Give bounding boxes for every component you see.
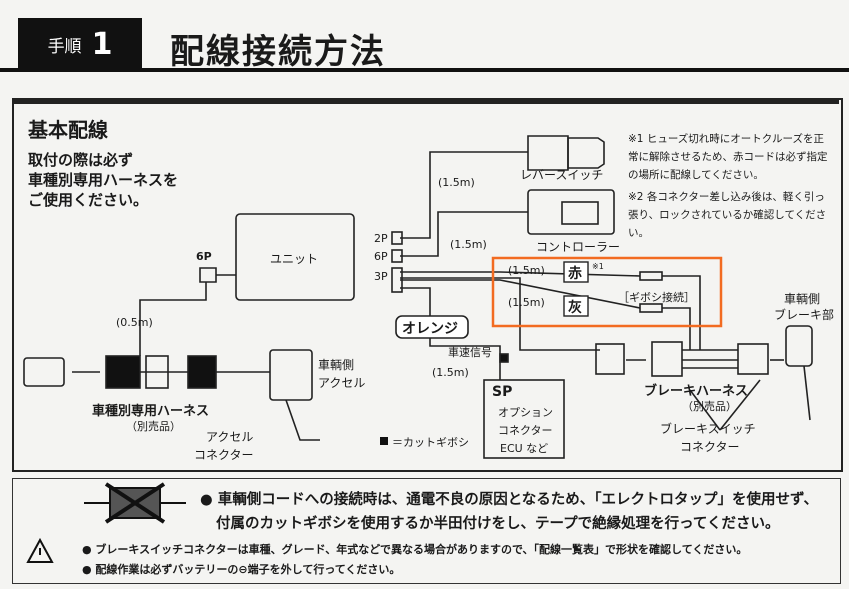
wire-gray	[400, 279, 641, 309]
vehicle-accel-label-1: 車輌側	[318, 358, 355, 372]
brake-switch-connector-label-2: コネクター	[680, 440, 740, 454]
controller-box	[527, 189, 615, 235]
step-badge: 手順 1	[18, 18, 142, 70]
diagram-frame-topbar	[12, 98, 839, 104]
accel-box	[269, 349, 313, 401]
sp-title: SP	[492, 384, 513, 400]
footnote-1: ※1 ヒューズ切れ時にオートクルーズを正常に解除させるため、赤コードは必ず指定の…	[628, 133, 828, 181]
wire-controller	[400, 211, 528, 257]
gibosi-highlight-box	[491, 256, 723, 328]
red-wire-tag: 赤	[568, 266, 582, 282]
len-harness: (0.5m)	[116, 316, 153, 329]
accel-connector-label-1: アクセル	[206, 430, 254, 444]
orange-wire-tag: オレンジ	[402, 321, 458, 337]
vehicle-brake-label-1: 車輌側	[784, 292, 821, 306]
step-number: 1	[91, 26, 113, 62]
footnote-2: ※2 各コネクター差し込み後は、軽く引っ張り、ロックされているか確認してください…	[628, 191, 827, 239]
no-tap-icon	[84, 482, 186, 524]
warning-sub-1: ● ブレーキスイッチコネクターは車種、グレード、年式などで異なる場合がありますの…	[82, 543, 748, 556]
harness-title: 車種別専用ハーネス	[92, 404, 210, 419]
warning-main: ● 車輌側コードへの接続時は、通電不良の原因となるため、「エレクトロタップ」を使…	[200, 488, 818, 536]
wire-lever	[400, 151, 528, 239]
section-title: 基本配線	[28, 118, 108, 142]
brake-harness-sub: （別売品）	[682, 400, 737, 413]
port-2p-label: 2P	[374, 232, 388, 245]
len-lever: (1.5m)	[438, 176, 475, 189]
wire-red	[400, 271, 641, 277]
port-6p-left-label: 6P	[196, 250, 212, 263]
lever-switch-body	[527, 135, 569, 171]
unit-label: ユニット	[270, 252, 319, 266]
gray-wire-tag: 灰	[568, 300, 582, 316]
warning-sub-2: ● 配線作業は必ずバッテリーの⊖端子を外して行ってください。	[82, 563, 401, 576]
caution-icon	[26, 537, 54, 563]
len-gray: (1.5m)	[508, 296, 545, 309]
install-note-line: 取付の際は必ず	[28, 151, 134, 169]
sp-line-1: オプション	[498, 406, 553, 419]
lever-switch-label: レバースイッチ	[520, 168, 604, 182]
sp-line-2: コネクター	[498, 424, 553, 437]
step-label: 手順	[47, 36, 82, 57]
sp-box	[483, 379, 565, 459]
title-rule	[0, 68, 849, 72]
warning-main-line-2: 付属のカットギボシを使用するか半田付けをし、テープで絶縁処理を行ってください。	[216, 516, 780, 532]
page-title: 配線接続方法	[170, 32, 386, 72]
port-3p-label: 3P	[374, 270, 388, 283]
warning-main-line-1: ● 車輌側コードへの接続時は、通電不良の原因となるため、「エレクトロタップ」を使…	[200, 492, 818, 508]
speed-signal-label: 車速信号	[448, 346, 492, 359]
brake-switch-connector-label-1: ブレーキスイッチ	[660, 422, 756, 436]
red-note-mark: ※1	[592, 262, 604, 271]
harness-plug-black	[105, 355, 141, 389]
unit-box	[235, 213, 355, 301]
harness-plug-left	[23, 357, 65, 387]
sp-line-3: ECU など	[500, 442, 549, 455]
install-note: 取付の際は必ず 車種別専用ハーネスを ご使用ください。	[28, 150, 178, 210]
harness-sub: （別売品）	[126, 420, 181, 433]
len-controller: (1.5m)	[450, 238, 487, 251]
accel-connector-label-2: コネクター	[194, 448, 254, 462]
vehicle-accel-label-2: アクセル	[318, 376, 366, 390]
gibosi-connection-label: ［ギボシ接続］	[618, 291, 695, 304]
brake-harness-label: ブレーキハーネス	[644, 384, 749, 399]
len-red: (1.5m)	[508, 264, 545, 277]
footnotes: ※1 ヒューズ切れ時にオートクルーズを正常に解除させるため、赤コードは必ず指定の…	[628, 130, 833, 242]
len-speed: (1.5m)	[432, 366, 469, 379]
wire-brake	[400, 277, 600, 351]
port-6p-label: 6P	[374, 250, 388, 263]
install-note-line: 車種別専用ハーネスを	[28, 171, 179, 189]
vehicle-brake-label-2: ブレーキ部	[774, 308, 835, 322]
install-note-line: ご使用ください。	[28, 191, 149, 209]
warning-frame	[12, 478, 841, 584]
cut-gibosi-legend: ＝カットギボシ	[392, 436, 469, 449]
controller-label: コントローラー	[536, 240, 621, 254]
